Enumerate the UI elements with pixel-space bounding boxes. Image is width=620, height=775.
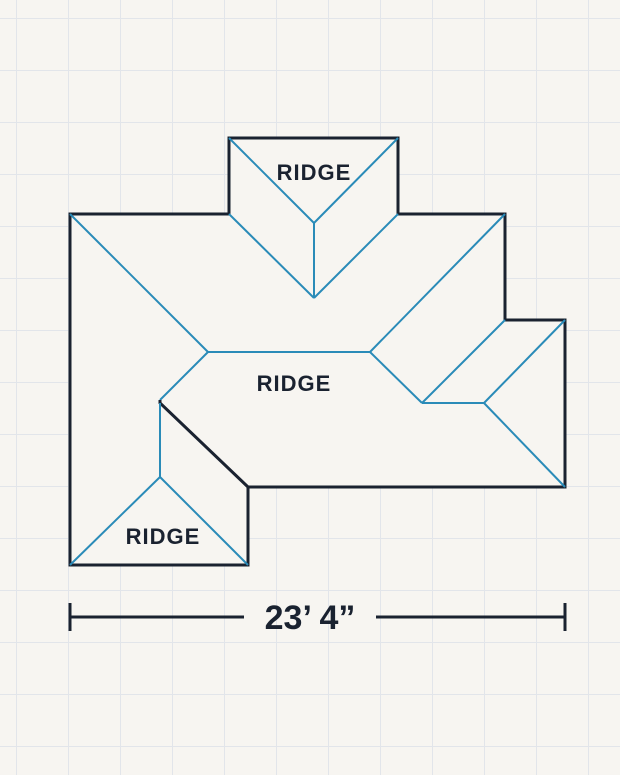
dimension-label: 23’ 4” xyxy=(265,599,356,637)
hip-line xyxy=(483,402,566,488)
hip-line xyxy=(369,351,423,404)
valley-line xyxy=(313,213,399,299)
valley-line xyxy=(228,213,315,299)
hip-line xyxy=(159,476,249,566)
hip-line xyxy=(228,137,315,224)
hip-line xyxy=(313,137,399,224)
ridge-label-main: RIDGE xyxy=(257,371,332,396)
hip-line xyxy=(369,213,506,353)
hip-line xyxy=(69,213,209,353)
hip-line xyxy=(159,351,209,401)
ridge-label-bottom: RIDGE xyxy=(126,524,201,549)
ridge-label-top: RIDGE xyxy=(277,160,352,185)
hip-line xyxy=(69,476,161,566)
hip-line xyxy=(483,319,566,404)
valley-line xyxy=(421,319,506,404)
